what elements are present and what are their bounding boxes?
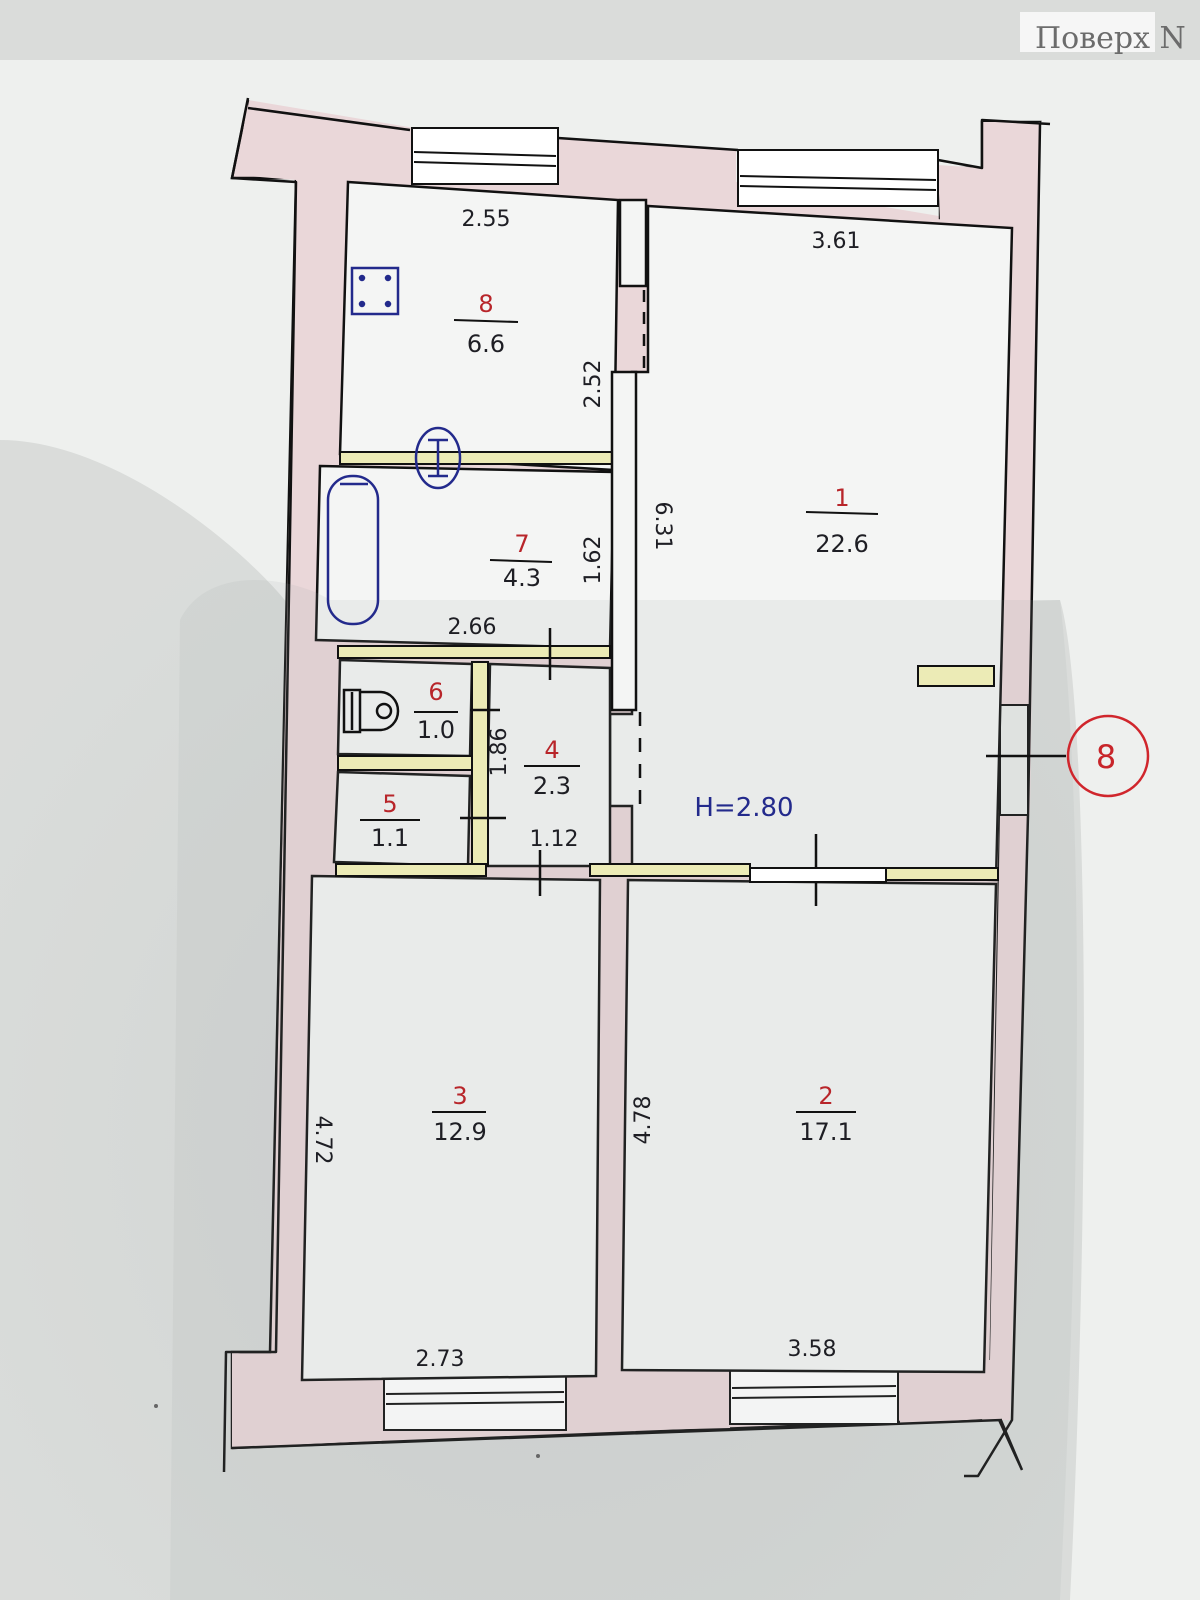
door-opening-2: [749, 867, 887, 883]
header-stamp: [1020, 12, 1155, 52]
fraction-line-1: [805, 511, 879, 515]
fraction-line-7: [489, 559, 553, 563]
stove-burner-3: [358, 300, 366, 308]
section-marker-circle: [1066, 714, 1150, 798]
outer-line-top2: [557, 136, 739, 152]
partition-6-5: [337, 755, 473, 771]
dim-room2-depth: 4.78: [631, 1096, 656, 1145]
room-3-number: 3: [452, 1082, 467, 1110]
stove-burner-2: [384, 274, 392, 282]
ceiling-height-label: H=2.80: [694, 793, 793, 823]
partition-interior-wall: [610, 370, 638, 712]
dim-room7-width: 2.66: [448, 615, 497, 640]
fixtures: [326, 266, 462, 626]
room-4-area: 2.3: [533, 772, 571, 800]
window-bottom-left-pane2: [385, 1401, 565, 1405]
dim-room4-width: 1.12: [530, 827, 579, 852]
room-1-number: 1: [834, 484, 849, 512]
door-marks: [460, 290, 1066, 906]
paper-dot-2: [536, 1454, 540, 1458]
paper-top-margin: [0, 0, 1200, 60]
dim-room3-width: 2.73: [416, 1347, 465, 1372]
dim-room7-depth: 1.62: [581, 536, 606, 585]
header-text: Поверх N: [1035, 21, 1186, 56]
paper-dot-1: [154, 1404, 158, 1408]
partitions: [335, 451, 999, 881]
fraction-line-8: [453, 319, 519, 323]
outer-line-right: [964, 123, 1042, 1478]
outer-line-left: [222, 97, 298, 1473]
room-floors: [300, 180, 1014, 1382]
dim-room3-depth: 4.72: [310, 1116, 335, 1165]
room-2-number: 2: [818, 1082, 833, 1110]
room-8-number: 8: [478, 290, 493, 318]
room-2-area: 17.1: [799, 1118, 852, 1146]
partition-corridor-mid: [589, 863, 751, 877]
fraction-lines: [360, 319, 879, 1113]
room-1-area: 22.6: [815, 530, 868, 558]
dim-room8-width: 2.55: [462, 207, 511, 232]
partition-corridor-left: [335, 863, 487, 877]
toilet-bowl-center: [375, 702, 393, 720]
wall-mid-fill: [594, 800, 628, 1370]
room-7-number: 7: [514, 530, 529, 558]
toilet-bowl: [360, 690, 400, 732]
window-bottom-left: [383, 1369, 567, 1431]
window-top-left-pane1: [413, 151, 557, 157]
window-top-right-pane2: [739, 185, 937, 191]
outer-line-top3: [937, 118, 1051, 170]
boiler-icon: [414, 426, 462, 490]
partition-7-below: [337, 645, 611, 659]
window-bottom-right-pane2: [731, 1395, 897, 1399]
dim-room8-depth: 2.52: [581, 360, 606, 409]
dim-room1-width: 3.61: [812, 229, 861, 254]
window-bottom-right-pane1: [731, 1385, 897, 1389]
room-8-area: 6.6: [467, 330, 505, 358]
section-marker-label: 8: [1096, 738, 1116, 776]
window-top-left-pane2: [413, 161, 557, 167]
wall-bottom-right-fill: [898, 1360, 1000, 1424]
room-6-number: 6: [428, 678, 443, 706]
partition-kitchen-stub: [917, 665, 995, 687]
room-7-area: 4.3: [503, 564, 541, 592]
window-top-right-pane1: [739, 175, 937, 181]
toilet-icon: [342, 688, 400, 734]
room-6-area: 1.0: [417, 716, 455, 744]
outer-line-top: [247, 106, 411, 132]
bathtub-icon: [326, 474, 380, 626]
window-bottom-right: [729, 1363, 899, 1425]
window-bottom-left-pane1: [385, 1391, 565, 1395]
wall-top-right-fill: [938, 122, 1040, 815]
plan-shadow-overlay: [170, 580, 1077, 1600]
partition-8-7: [339, 451, 617, 465]
dim-room2-width: 3.58: [788, 1337, 837, 1362]
windows: [383, 127, 1029, 1431]
stove-burner-1: [358, 274, 366, 282]
dim-room4-depth: 1.86: [487, 728, 512, 777]
stove-burner-4: [384, 300, 392, 308]
room-3-area: 12.9: [433, 1118, 486, 1146]
stove-icon: [350, 266, 400, 316]
room-3-floor: [300, 874, 602, 1382]
room-5-area: 1.1: [371, 824, 409, 852]
partition-bath-left: [471, 661, 489, 867]
partition-corridor-right: [885, 867, 999, 881]
wall-right-fill: [982, 815, 1028, 1420]
partition-top-stub: [618, 198, 648, 288]
dim-room1-depth: 6.31: [650, 502, 675, 551]
room-5-number: 5: [382, 790, 397, 818]
toilet-tank: [342, 688, 362, 734]
wall-bottom-mid-fill: [566, 1362, 730, 1432]
room-4-number: 4: [544, 736, 559, 764]
wall-top-left-fill: [236, 100, 410, 182]
wall-top-mid-fill: [558, 138, 736, 212]
